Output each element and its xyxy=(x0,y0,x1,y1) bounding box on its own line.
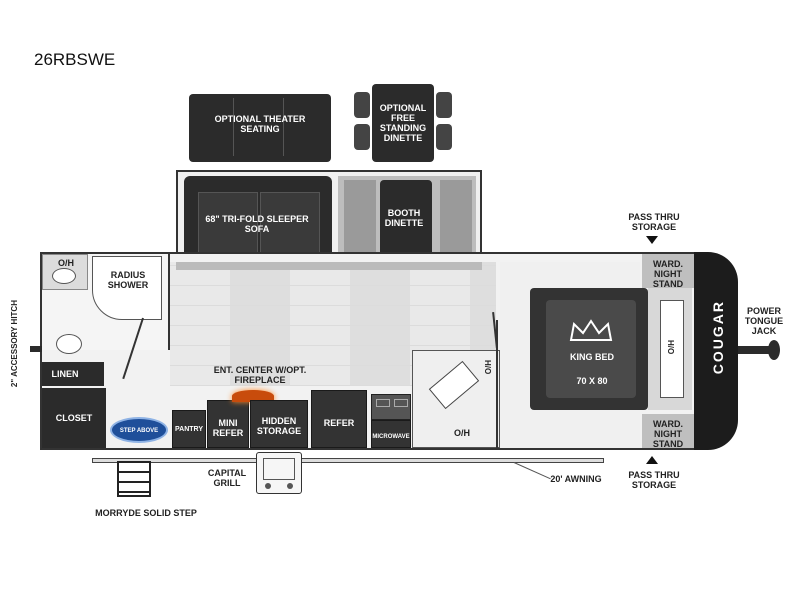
dinette-chair xyxy=(354,124,370,150)
refrigerator xyxy=(311,390,367,448)
booth-bench xyxy=(344,180,376,258)
toilet xyxy=(56,334,82,354)
capital-grill-label: CAPITAL GRILL xyxy=(207,468,247,488)
free-dinette xyxy=(352,84,454,162)
burner xyxy=(394,399,408,407)
fireplace xyxy=(232,390,274,402)
theater-seating xyxy=(189,94,331,162)
booth-dinette-label: BOOTH DINETTE xyxy=(384,208,424,228)
step-logo xyxy=(110,417,168,443)
pantry-label: PANTRY xyxy=(175,426,203,433)
ward-night-stand-bottom-label: WARD. NIGHT STAND xyxy=(652,419,684,449)
shower xyxy=(92,256,162,320)
shower-label: RADIUS SHOWER xyxy=(107,270,149,290)
hidden-storage-label: HIDDEN STORAGE xyxy=(256,416,302,436)
booth-bench xyxy=(440,180,472,258)
bed-headboard xyxy=(660,300,684,398)
grill-knob xyxy=(287,483,293,489)
ward-night-stand-top-label: WARD. NIGHT STAND xyxy=(652,259,684,289)
sofa-label: 68" TRI-FOLD SLEEPER SOFA xyxy=(205,214,309,234)
grill-knob xyxy=(265,483,271,489)
microwave-label: MICROWAVE xyxy=(372,434,410,440)
mini-refer xyxy=(207,400,249,448)
closet-label: CLOSET xyxy=(55,413,93,423)
bathroom xyxy=(42,254,170,354)
closet xyxy=(42,388,106,448)
slideout xyxy=(176,170,482,265)
front-cap xyxy=(694,252,738,450)
king-bed-label: KING BED xyxy=(569,352,614,362)
step-logo-label: STEP ABOVE xyxy=(119,428,159,434)
tongue-coupler xyxy=(768,340,780,360)
pantry xyxy=(172,410,206,448)
dinette-table xyxy=(372,84,434,162)
morryde-step-label: MORRYDE SOLID STEP xyxy=(95,508,197,518)
theater-seating-label: OPTIONAL THEATER SEATING xyxy=(214,114,306,134)
free-dinette-label: OPTIONAL FREE STANDING DINETTE xyxy=(379,103,427,143)
bed-cover xyxy=(546,300,636,398)
nightstand-top xyxy=(642,254,694,288)
dinette-chair xyxy=(354,92,370,118)
microwave xyxy=(371,420,411,448)
sofa-cushion xyxy=(198,192,258,254)
hidden-storage xyxy=(250,400,308,448)
capital-grill xyxy=(256,452,302,494)
accessory-hitch-label: 2" ACCESSORY HITCH xyxy=(10,300,19,388)
sink-bowl xyxy=(52,268,76,284)
nightstand-bottom xyxy=(642,414,694,448)
awning-label: 20' AWNING xyxy=(550,474,602,484)
entry-step xyxy=(114,458,154,498)
model-name: 26RBSWE xyxy=(34,50,116,69)
dinette-chair xyxy=(436,124,452,150)
ent-center-label: ENT. CENTER w/OPT. FIREPLACE xyxy=(213,365,307,385)
linen-cabinet xyxy=(42,362,104,386)
mini-refer-label: MINI REFER xyxy=(212,418,244,438)
bath-oh xyxy=(42,254,88,290)
awning xyxy=(92,458,604,463)
pass-thru-storage-top-label: PASS THRU STORAGE xyxy=(628,212,680,232)
bed-oh-label: O/H xyxy=(667,340,676,355)
slide-bar xyxy=(176,262,482,270)
refer-label: REFER xyxy=(323,418,355,428)
linen-label: LINEN xyxy=(51,369,79,379)
theater-seat-divider xyxy=(233,98,234,156)
kitchen-oh-label: O/H xyxy=(453,428,470,438)
stove xyxy=(371,394,411,420)
grill-grate xyxy=(263,458,295,480)
tongue-jack xyxy=(738,346,774,354)
bedroom-wall xyxy=(496,320,498,448)
booth-table xyxy=(380,180,432,258)
arrow-down-icon xyxy=(646,236,658,244)
crown-icon xyxy=(566,318,616,344)
arrow-up-icon xyxy=(646,456,658,464)
power-tongue-jack-label: POWER TONGUE JACK xyxy=(744,306,784,336)
sofa-cushion xyxy=(260,192,320,254)
pass-thru-storage-bottom-label: PASS THRU STORAGE xyxy=(628,470,680,490)
cougar-logo: COUGAR xyxy=(710,300,726,375)
kitchen-oh-vertical-label: O/H xyxy=(484,360,493,375)
burner xyxy=(376,399,390,407)
king-bed-size-label: 70 x 80 xyxy=(576,376,608,386)
bath-oh-label: O/H xyxy=(57,258,74,268)
dinette-chair xyxy=(436,92,452,118)
theater-seat-divider xyxy=(283,98,284,156)
rear-hitch xyxy=(30,346,42,352)
